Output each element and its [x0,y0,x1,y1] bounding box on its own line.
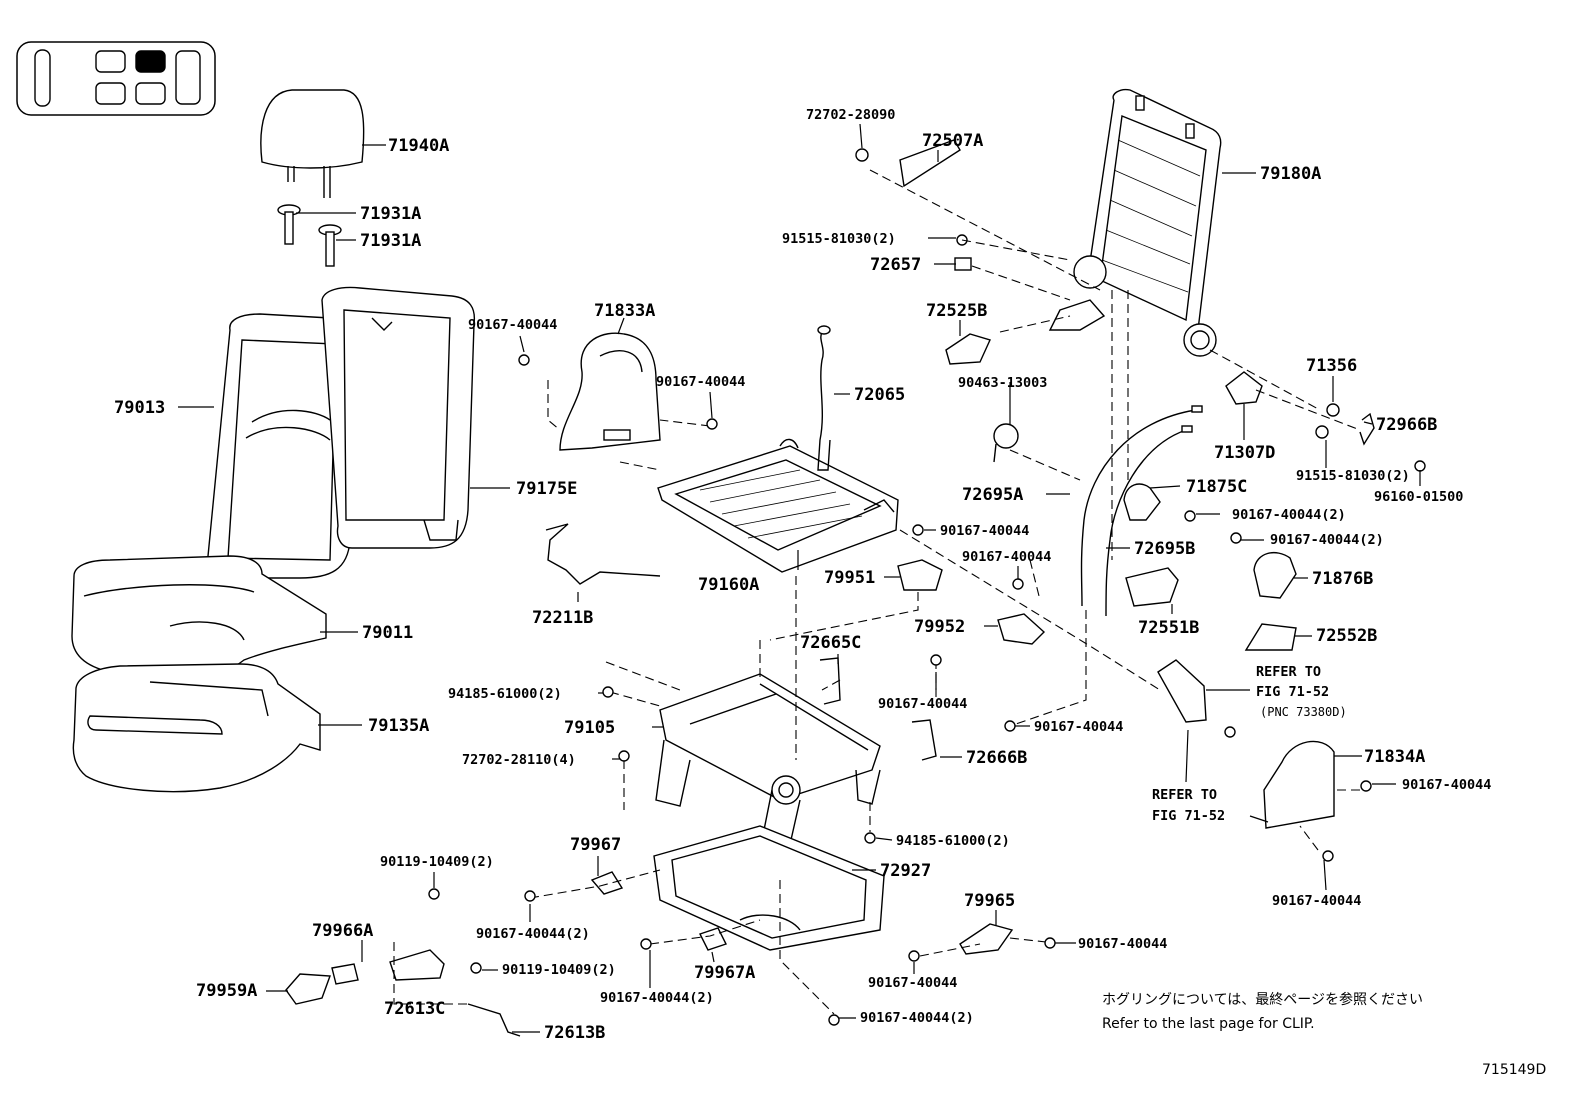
label-79966A: 79966A [312,921,373,941]
label-72657: 72657 [870,255,921,275]
label-72065: 72065 [854,385,905,405]
label-72211B: 72211B [532,608,593,628]
label-94185-61000-2-b: 94185-61000(2) [896,833,1010,849]
label-72927: 72927 [880,861,931,881]
label-90167-40044-i: 90167-40044 [1078,936,1167,952]
seatback-pad-drawing [321,286,476,549]
label-79951: 79951 [824,568,875,588]
label-79967A: 79967A [694,963,755,983]
label-72966B: 72966B [1376,415,1437,435]
fastener-icons [428,354,1372,1026]
label-90167-40044-a: 90167-40044 [468,317,557,333]
label-71940A: 71940A [388,136,449,156]
label-72702-28110-4: 72702-28110(4) [462,752,576,768]
label-90167-40044-2-e: 90167-40044(2) [860,1010,974,1026]
label-71307D: 71307D [1214,443,1275,463]
label-90167-40044-c: 90167-40044 [940,523,1029,539]
release-cables-drawing [1080,405,1203,617]
label-71356: 71356 [1306,356,1357,376]
headrest-guide-drawing [277,204,342,267]
small-parts-drawing [285,139,1426,1037]
label-79967: 79967 [570,835,621,855]
label-72551B: 72551B [1138,618,1199,638]
under-tray-drawing [653,825,885,951]
label-90167-40044-h: 90167-40044 [1272,893,1361,909]
label-79105: 79105 [564,718,615,738]
label-79175E: 79175E [516,479,577,499]
label-72613B: 72613B [544,1023,605,1043]
leader-lines [178,123,1421,1033]
label-79013: 79013 [114,398,165,418]
label-72507A: 72507A [922,131,983,151]
label-90167-40044-2-c: 90167-40044(2) [476,926,590,942]
label-71931A-upper: 71931A [360,204,421,224]
seat-frame-drawing [657,438,899,573]
rod-72065-drawing [817,325,831,471]
label-90463-13003: 90463-13003 [958,375,1047,391]
label-96160-01500: 96160-01500 [1374,489,1463,505]
label-91515-81030-2-b: 91515-81030(2) [1296,468,1410,484]
seat-cushion-pad-drawing [72,663,321,793]
label-72613C: 72613C [384,999,445,1019]
label-90167-40044-g: 90167-40044 [1402,777,1491,793]
selected-seat-position [135,50,166,73]
label-71931A-lower: 71931A [360,231,421,251]
label-79180A: 79180A [1260,164,1321,184]
label-90167-40044-j: 90167-40044 [868,975,957,991]
seatback-cover-drawing [207,313,357,579]
seat-position-indicator [16,41,216,116]
label-79011: 79011 [362,623,413,643]
label-91515-81030-2-a: 91515-81030(2) [782,231,896,247]
refer-to-lower-line1: REFER TO [1152,787,1217,803]
wire-72211B-drawing [545,523,661,585]
label-79965: 79965 [964,891,1015,911]
label-72695A: 72695A [962,485,1023,505]
label-72695B: 72695B [1134,539,1195,559]
label-79160A: 79160A [698,575,759,595]
label-90167-40044-b: 90167-40044 [656,374,745,390]
label-79135A: 79135A [368,716,429,736]
label-90119-10409-2-b: 90119-10409(2) [502,962,616,978]
label-71876B: 71876B [1312,569,1373,589]
label-90167-40044-d: 90167-40044 [962,549,1051,565]
label-79959A: 79959A [196,981,257,1001]
refer-to-upper-line1: REFER TO [1256,664,1321,680]
label-72702-28090: 72702-28090 [806,107,895,123]
refer-to-lower-line2: FIG 71-52 [1152,808,1225,824]
label-71833A: 71833A [594,301,655,321]
label-72666B: 72666B [966,748,1027,768]
label-72525B: 72525B [926,301,987,321]
seatback-frame-drawing [1048,88,1222,357]
label-90167-40044-f: 90167-40044 [1034,719,1123,735]
label-94185-61000-2-a: 94185-61000(2) [448,686,562,702]
label-90167-40044-2-b: 90167-40044(2) [1270,532,1384,548]
label-79952: 79952 [914,617,965,637]
label-90167-40044-2-d: 90167-40044(2) [600,990,714,1006]
side-shield-front-drawing [559,332,661,451]
refer-to-upper-pnc: (PNC 73380D) [1260,705,1347,719]
label-90167-40044-e: 90167-40044 [878,696,967,712]
figure-id: 715149D [1482,1062,1546,1078]
label-71875C: 71875C [1186,477,1247,497]
clip-note-english: Refer to the last page for CLIP. [1102,1016,1315,1032]
part-labels: 71940A 71931A 71931A 79013 79175E 79011 … [114,107,1491,1043]
label-71834A: 71834A [1364,747,1425,767]
headrest-drawing [260,89,365,198]
dashed-guide-lines [393,169,1361,1015]
refer-to-upper-line2: FIG 71-52 [1256,684,1329,700]
leg-assembly-drawing [655,673,881,863]
label-72552B: 72552B [1316,626,1377,646]
label-90119-10409-2-a: 90119-10409(2) [380,854,494,870]
label-90167-40044-2-a: 90167-40044(2) [1232,507,1346,523]
clip-note-japanese: ホグリングについては、最終ページを参照ください [1102,991,1423,1008]
label-72665C: 72665C [800,633,861,653]
